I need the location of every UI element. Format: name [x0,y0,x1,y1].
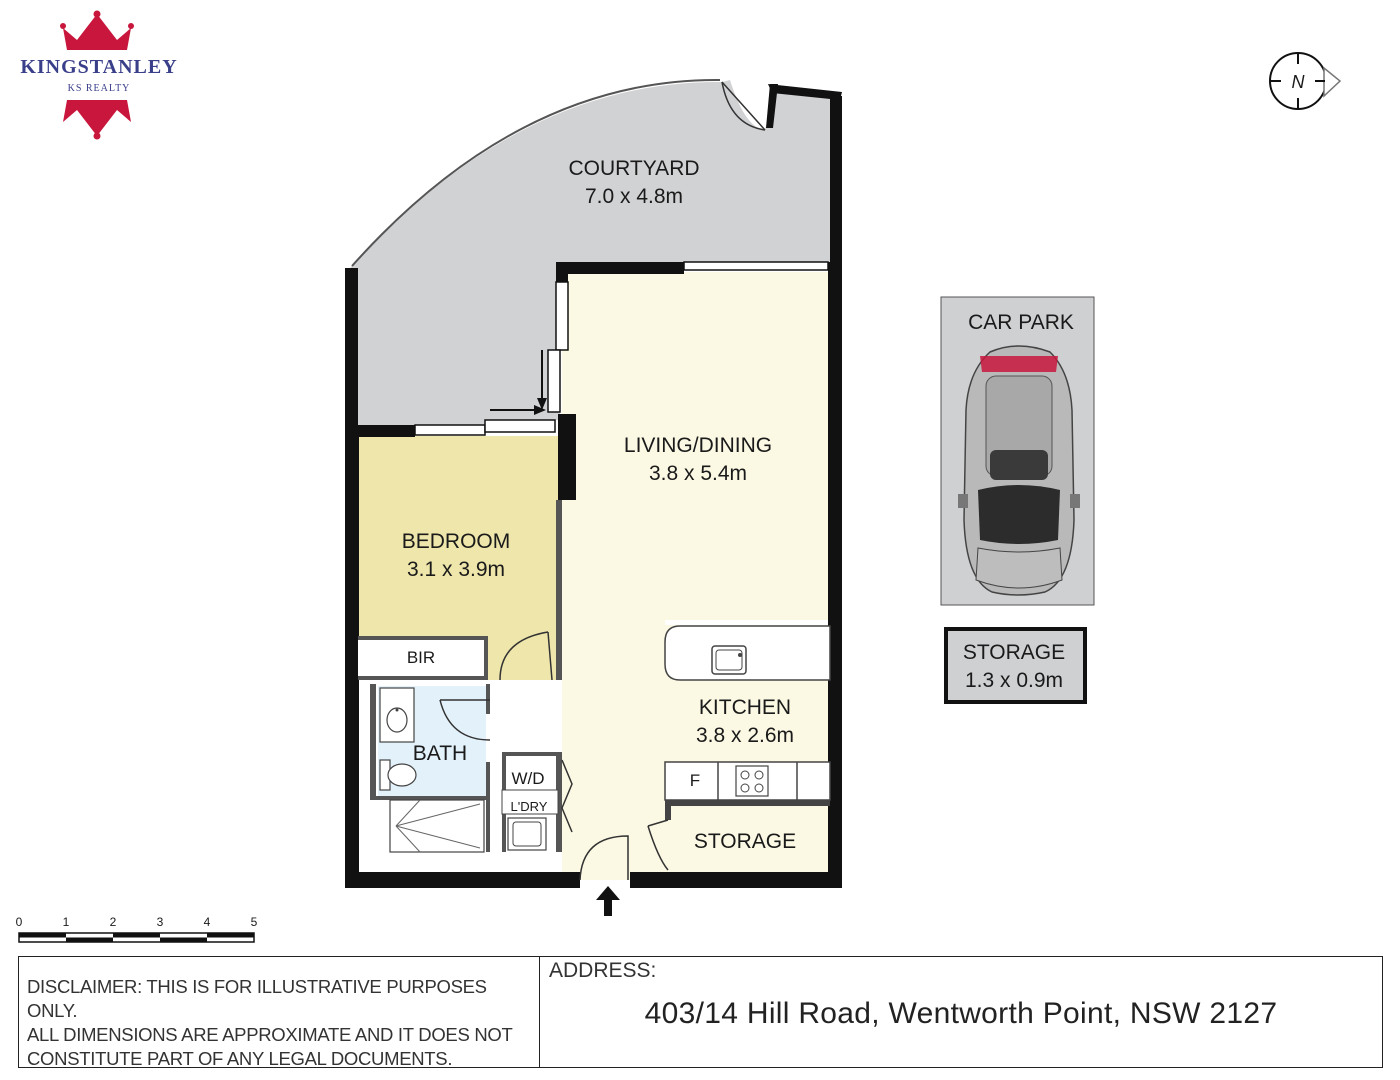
courtyard-area [350,80,838,432]
scale-bar: 0 1 2 3 4 5 [16,915,258,943]
disclaimer: DISCLAIMER: THIS IS FOR ILLUSTRATIVE PUR… [19,957,540,1069]
compass-icon: N [1269,52,1342,110]
scale-tick-1: 1 [63,915,70,929]
bedroom-area [358,436,558,640]
address-panel: ADDRESS: 403/14 Hill Road, Wentworth Poi… [540,957,1382,1067]
entry-door-swing [579,835,629,881]
shower-icon [389,799,485,853]
compass-north-label: N [1292,72,1306,92]
courtyard-east-wall [830,96,842,270]
brand-subtitle: KS REALTY [67,83,131,94]
laundry-bifold-door [561,759,573,833]
courtyard-label: COURTYARD [568,157,699,180]
scale-tick-4: 4 [204,915,211,929]
cooktop-icon [735,765,769,797]
storage-label: STORAGE [694,830,796,853]
courtyard-dims: 7.0 x 4.8m [585,185,683,208]
storage-door-swing [647,825,669,871]
living-window [683,261,829,271]
inverted-crown-icon [63,100,131,136]
scale-tick-0: 0 [16,915,23,929]
crown-icon [63,14,131,50]
courtyard-door-swing [721,81,766,131]
toilet-icon [379,759,417,791]
living-dining-label: LIVING/DINING [624,434,772,457]
laundry-tub-icon [507,817,547,851]
storage-room [671,806,828,872]
scale-tick-5: 5 [251,915,258,929]
brand-name: KINGSTANLEY [20,56,178,78]
entry-arrow-icon [596,886,620,916]
storage-cage-box [944,627,1087,704]
bedroom-window [414,424,486,436]
storage-cage-label: STORAGE [963,641,1065,664]
sliding-door [555,281,569,351]
bir-area [358,640,484,676]
courtyard-north-wall [768,84,842,100]
car-icon [958,345,1080,596]
scale-tick-2: 2 [110,915,117,929]
bedroom-dims: 3.1 x 3.9m [407,558,505,581]
kitchen-island-bench [664,625,831,681]
bath-label: BATH [413,742,467,765]
courtyard-curved-railing [351,78,721,267]
bath-door-swing [439,699,491,741]
address-label: ADDRESS: [549,959,657,982]
storage-cage-dims: 1.3 x 0.9m [965,669,1063,692]
footer-box: DISCLAIMER: THIS IS FOR ILLUSTRATIVE PUR… [18,956,1383,1069]
bir-label: BIR [407,648,435,667]
laundry-label: L'DRY [511,799,548,814]
kitchen-sink-icon [711,645,747,675]
courtyard-door-leaf [721,81,766,131]
disclaimer-line: CONSTITUTE PART OF ANY LEGAL DOCUMENTS. [27,1048,453,1069]
scale-tick-3: 3 [157,915,164,929]
address-value: 403/14 Hill Road, Wentworth Point, NSW 2… [644,997,1278,1030]
kingstanley-logo [60,10,134,140]
floor-plan: COURTYARD 7.0 x 4.8m LIVING/DINING 3.8 x… [16,52,1342,943]
basin-icon [379,687,415,743]
fridge-label: F [690,771,700,790]
bedroom-label: BEDROOM [402,530,511,553]
living-dining-dims: 3.8 x 5.4m [649,462,747,485]
bedroom-door-swing [499,631,549,681]
kitchen-label: KITCHEN [699,696,791,719]
disclaimer-line: DISCLAIMER: THIS IS FOR ILLUSTRATIVE PUR… [27,976,487,1021]
kitchen-dims: 3.8 x 2.6m [696,724,794,747]
washer-dryer-label: W/D [511,769,544,788]
living-dining-area [562,272,830,880]
disclaimer-line: ALL DIMENSIONS ARE APPROXIMATE AND IT DO… [27,1024,513,1045]
car-park-label: CAR PARK [968,311,1074,334]
courtyard-west-wall [345,268,358,432]
